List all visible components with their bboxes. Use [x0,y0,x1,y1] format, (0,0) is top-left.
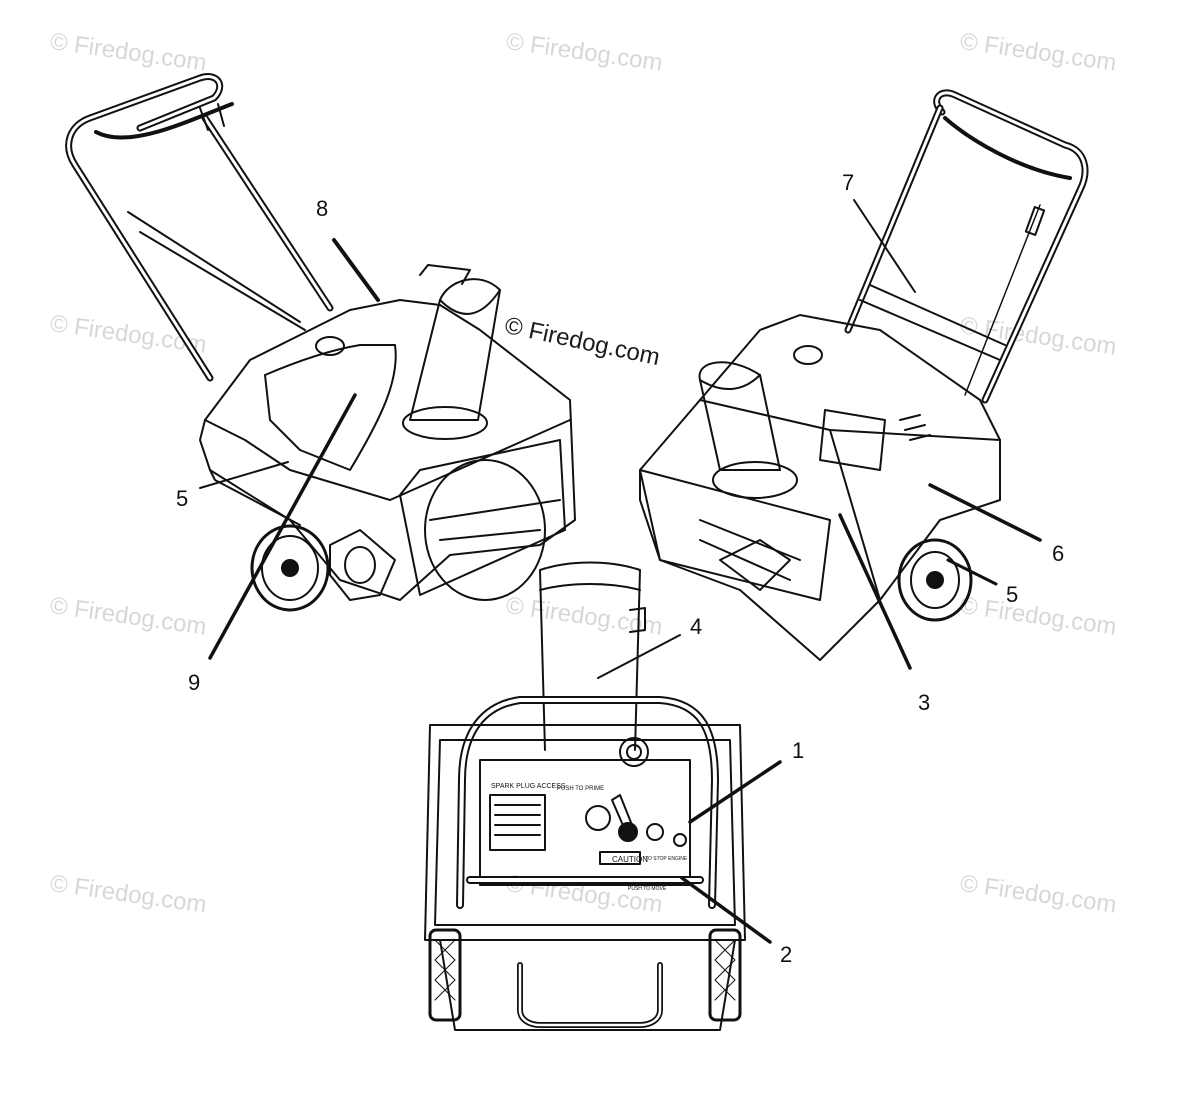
right-view-snowblower [639,89,1089,670]
rear-wheel-right [708,928,742,1022]
leader-2 [680,876,772,944]
rear-view-snowblower: SPARK PLUG ACCESS PUSH TO PRIME CAUTION … [424,561,782,1031]
right-side-panel [819,409,886,471]
callout-6: 6 [1052,541,1065,566]
leader-7 [853,199,916,293]
leader-1 [688,760,782,824]
rear-housing [424,724,746,941]
rear-handle [456,696,719,909]
callout-3: 3 [918,690,931,715]
left-handle-outer [65,73,224,382]
callout-5-right: 5 [1006,582,1019,607]
rear-wheel-left [428,928,462,1022]
rear-chute [539,561,641,751]
caution-label: CAUTION [612,855,648,864]
leader-8 [332,238,380,302]
callout-4: 4 [690,614,703,639]
spark-plug-label: SPARK PLUG ACCESS [491,783,566,790]
leader-5a [199,461,289,489]
left-wheel [250,524,330,612]
right-chute [698,361,781,471]
push-to-prime-label: PUSH TO PRIME [557,786,604,792]
leader-3 [838,513,912,670]
callout-8: 8 [316,196,329,221]
to-stop-label: TO STOP ENGINE [645,856,688,862]
left-chute [409,278,501,421]
callout-7: 7 [842,170,855,195]
leader-5b [946,558,998,586]
right-wheel [897,538,973,622]
leader-9 [208,393,357,660]
right-housing [639,314,1001,661]
callout-5-left: 5 [176,486,189,511]
callout-1: 1 [792,738,805,763]
push-to-move-label: PUSH TO MOVE [628,886,667,892]
right-handle-outer [933,89,1089,404]
left-housing [199,299,576,601]
leader-6 [928,483,1042,542]
rear-control-panel [479,759,691,886]
callout-2: 2 [780,942,793,967]
left-view-snowblower [65,73,576,660]
callout-9: 9 [188,670,201,695]
leader-4 [597,634,681,679]
